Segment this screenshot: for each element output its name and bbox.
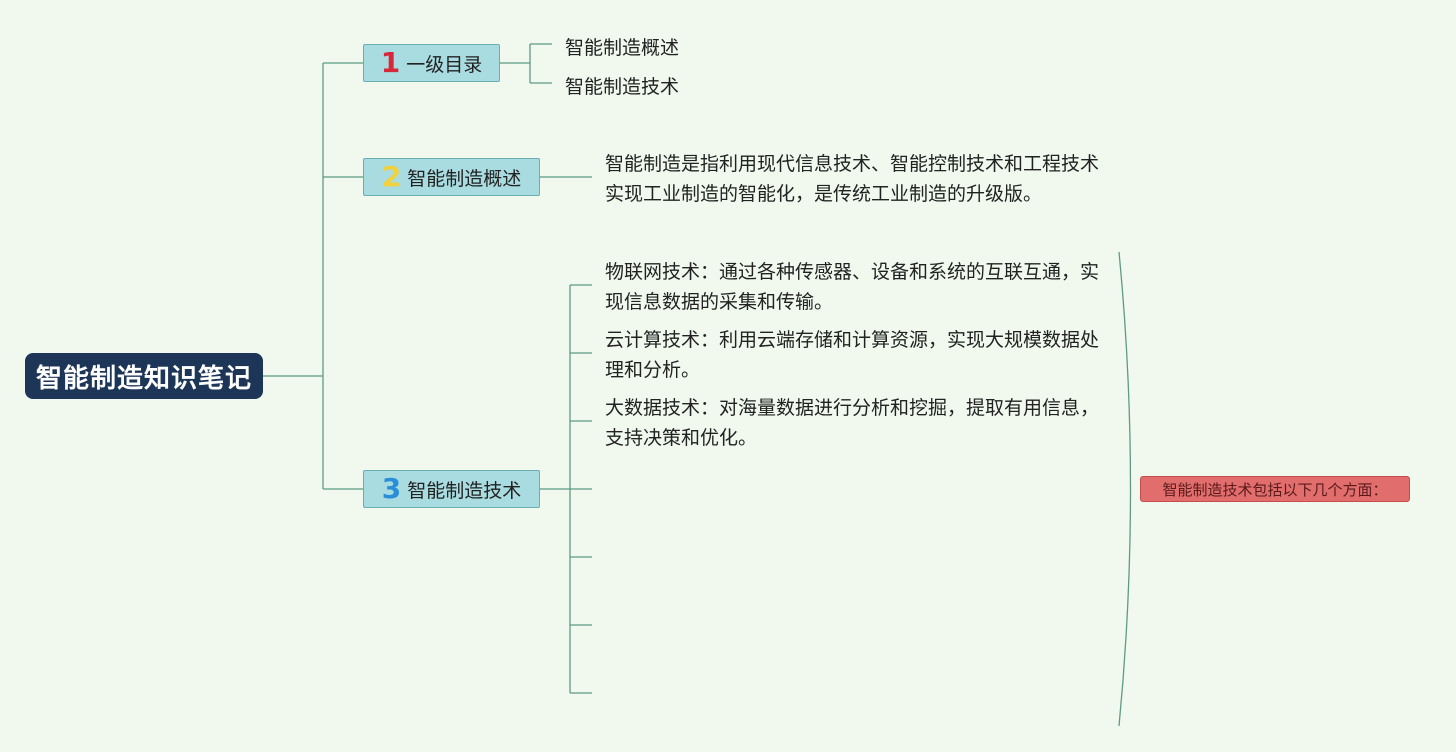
branch-1-number: 1 (380, 46, 401, 79)
summary-brace (1118, 251, 1132, 727)
branch-1-child-1[interactable]: 智能制造概述 (565, 37, 680, 59)
summary-label: 智能制造技术包括以下几个方面： (1162, 480, 1388, 499)
branch-1-child-2[interactable]: 智能制造技术 (565, 76, 680, 98)
root-node[interactable]: 智能制造知识笔记 (25, 353, 263, 399)
branch-3-item-1[interactable]: 物联网技术：通过各种传感器、设备和系统的互联互通，实现信息数据的采集和传输。 (605, 261, 1100, 313)
branch-3-label: 智能制造技术 (407, 479, 522, 502)
branch-node-2[interactable]: 2 智能制造概述 (363, 158, 540, 196)
branch-3-number: 3 (381, 472, 402, 505)
branch-2-description[interactable]: 智能制造是指利用现代信息技术、智能控制技术和工程技术实现工业制造的智能化，是传统… (605, 153, 1100, 205)
branch-2-label: 智能制造概述 (407, 167, 522, 190)
summary-callout[interactable]: 智能制造技术包括以下几个方面： (1140, 476, 1410, 502)
branch-3-item-2[interactable]: 云计算技术：利用云端存储和计算资源，实现大规模数据处理和分析。 (605, 329, 1100, 381)
branch-node-1[interactable]: 1 一级目录 (363, 44, 500, 82)
branch-3-item-3[interactable]: 大数据技术：对海量数据进行分析和挖掘，提取有用信息，支持决策和优化。 (605, 397, 1100, 449)
branch-1-label: 一级目录 (406, 53, 483, 76)
root-label: 智能制造知识笔记 (35, 363, 252, 394)
branch-2-number: 2 (381, 160, 402, 193)
branch-node-3[interactable]: 3 智能制造技术 (363, 470, 540, 508)
